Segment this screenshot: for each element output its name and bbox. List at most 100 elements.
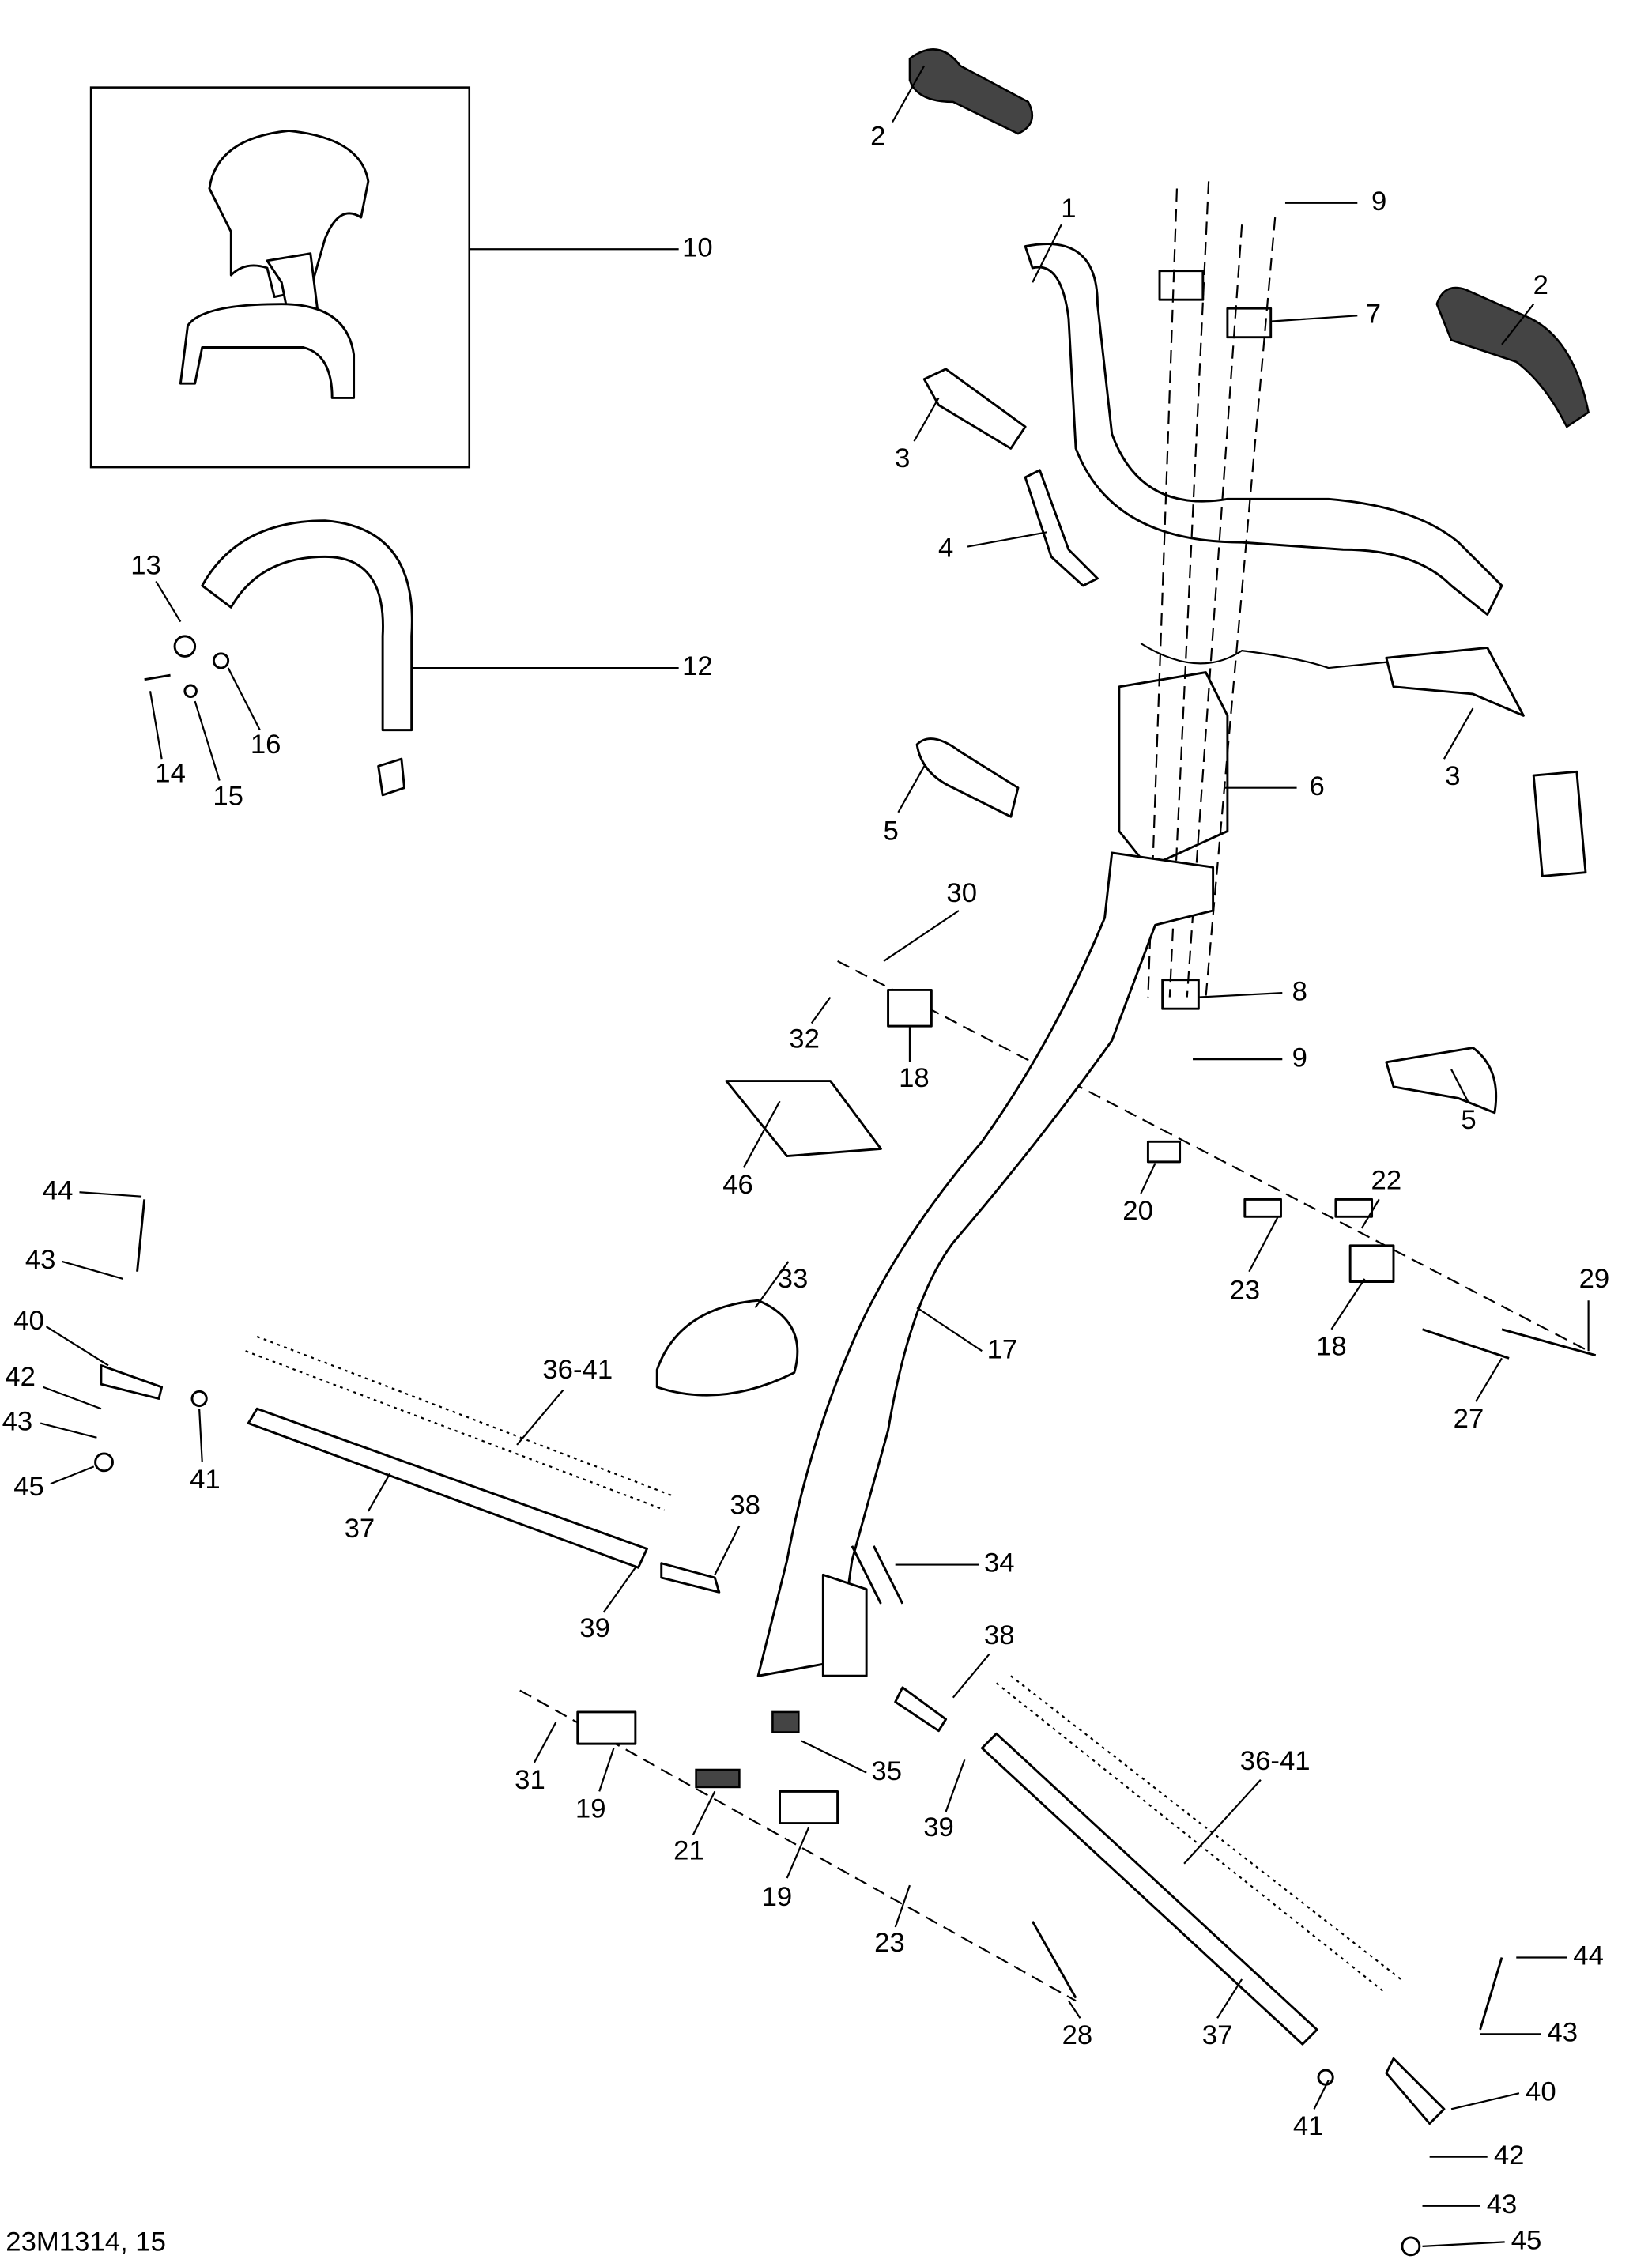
callout-label: 19 [762, 1882, 793, 1912]
leader-line [1140, 1163, 1156, 1194]
grip-5-left [915, 737, 1020, 818]
callout-label: 40 [1526, 2076, 1556, 2106]
callout-label: 37 [345, 1514, 375, 1544]
callout-label: 10 [682, 232, 713, 262]
callout-label: 30 [946, 878, 977, 908]
tie-rod-alt-right [995, 1682, 1387, 1995]
callout-label: 46 [722, 1170, 753, 1200]
callout-label: 35 [871, 1756, 902, 1786]
leader-line [754, 1261, 790, 1309]
callout-label: 39 [579, 1613, 610, 1643]
callout-label: 5 [884, 816, 899, 846]
leader-line [1270, 315, 1358, 322]
grip-right [1435, 286, 1590, 428]
callout-label: 18 [1316, 1332, 1347, 1362]
leader-line [894, 1884, 911, 1928]
callout-label: 19 [575, 1793, 606, 1824]
callout-label: 42 [5, 1362, 36, 1392]
callout-label: 2 [870, 122, 885, 152]
bolt-34b [872, 1545, 904, 1605]
leader-line [1198, 992, 1283, 998]
callout-label: 23 [1230, 1275, 1261, 1305]
bolt-28 [1031, 1921, 1077, 1999]
clamp-8 [1161, 979, 1200, 1010]
callout-label: 43 [1547, 2017, 1578, 2047]
handlebar [1024, 243, 1503, 616]
bolt-29 [1501, 1328, 1597, 1357]
callout-label: 29 [1579, 1264, 1610, 1294]
leader-line [1068, 2000, 1081, 2019]
callout-label: 23 [874, 1928, 905, 1958]
figure-code: 23M1314, 15 [6, 2227, 166, 2257]
callout-label: 38 [730, 1491, 760, 1521]
tie-rod-alt-left [245, 1350, 665, 1511]
leader-line [897, 765, 926, 813]
leader-line [227, 667, 261, 731]
callout-label: 5 [1461, 1105, 1476, 1135]
callout-label: 42 [1494, 2140, 1525, 2171]
leader-line [1330, 1278, 1366, 1330]
callout-label: 4 [938, 533, 953, 563]
callout-label: 34 [984, 1548, 1015, 1578]
leader-line [149, 691, 163, 760]
callout-label: 17 [987, 1334, 1018, 1364]
callout-label: 41 [1293, 2111, 1324, 2141]
callout-label: 8 [1292, 976, 1307, 1006]
leader-line [714, 1525, 741, 1575]
leader-line [1450, 1069, 1469, 1103]
callout-label: 9 [1371, 187, 1386, 217]
leader-line [883, 910, 960, 962]
leader-line [62, 1260, 123, 1280]
spacer-21 [695, 1768, 741, 1789]
leader-line [602, 1567, 636, 1613]
leader-line [1313, 2080, 1330, 2110]
clamp-7a [1158, 270, 1205, 301]
heater-grip-left [922, 368, 1027, 450]
callout-label: 12 [682, 651, 713, 681]
cover-33 [655, 1299, 799, 1397]
callout-label: 16 [251, 730, 281, 760]
ball-joint-40-left [100, 1363, 164, 1400]
bolt-44-left [136, 1199, 146, 1272]
callout-label: 44 [1573, 1941, 1604, 1971]
callout-label: 41 [190, 1465, 221, 1495]
callout-label: 45 [13, 1472, 44, 1502]
callout-label: 27 [1454, 1404, 1484, 1434]
callout-label: 36-41 [1240, 1746, 1311, 1776]
leader-line [1216, 1978, 1243, 2019]
tie-rod-right [980, 1732, 1318, 2046]
callout-label: 15 [213, 782, 243, 812]
callout-label: 28 [1062, 2020, 1093, 2050]
nut-45-left [94, 1452, 114, 1473]
tie-rod-left [247, 1407, 648, 1569]
callout-label: 43 [1487, 2189, 1518, 2220]
bolt-44-right [1479, 1957, 1503, 2031]
callout-label: 6 [1309, 771, 1324, 801]
callout-label: 31 [515, 1765, 545, 1795]
callout-label: 32 [789, 1024, 820, 1054]
callout-label: 36-41 [542, 1355, 613, 1385]
callout-label: 38 [984, 1620, 1015, 1650]
washer-15 [183, 684, 198, 699]
riser-block [1118, 671, 1229, 869]
leader-line [692, 1790, 716, 1835]
callout-label: 33 [778, 1264, 809, 1294]
grip-left [908, 48, 1034, 135]
leader-line [1360, 1198, 1380, 1229]
leader-line [945, 1759, 966, 1812]
callout-label: 7 [1366, 299, 1381, 329]
nut-16 [212, 652, 230, 669]
callout-label: 45 [1511, 2226, 1542, 2256]
tie-rod-end-38-right [894, 1686, 948, 1733]
steering-column [756, 851, 1215, 1677]
leader-line [79, 1191, 142, 1198]
bolt-27 [1422, 1328, 1510, 1360]
callout-label: 40 [13, 1306, 44, 1336]
leader-line [810, 996, 832, 1024]
heater-wire [1140, 643, 1386, 669]
leader-line [1032, 224, 1062, 283]
leader-line [598, 1748, 615, 1792]
nut-45-right [1401, 2236, 1421, 2257]
leader-line [1475, 1357, 1503, 1402]
